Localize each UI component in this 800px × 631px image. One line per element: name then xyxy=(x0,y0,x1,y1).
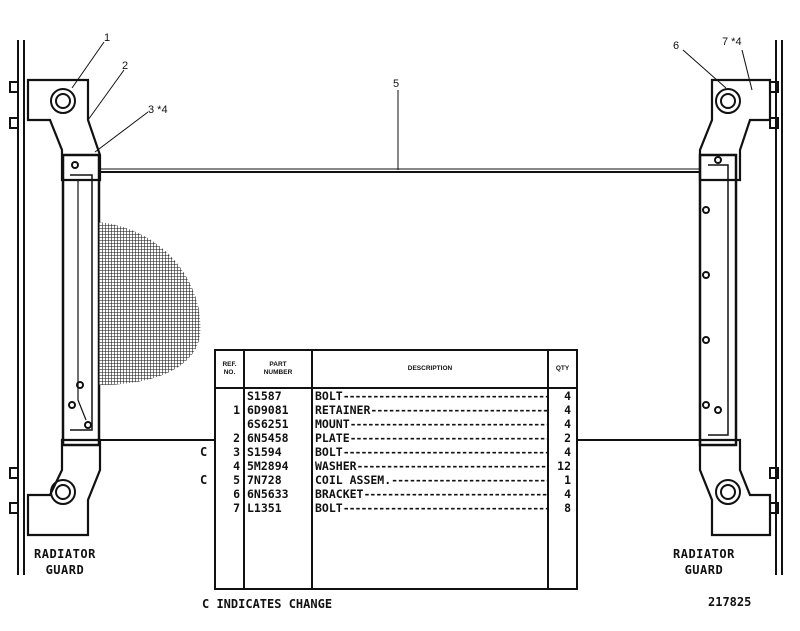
change-indicator: C xyxy=(200,445,208,459)
leader-dots: ---------------------------------------- xyxy=(363,487,548,501)
part-number-cell: 6N5458 xyxy=(244,431,313,445)
qty-cell: 2 xyxy=(564,431,571,445)
ref-cell: 5 xyxy=(216,473,245,487)
leader-dots: ---------------------------------------- xyxy=(356,459,547,473)
description-text: MOUNT xyxy=(315,417,350,431)
right-side-label: RADIATOR GUARD xyxy=(673,546,735,578)
leader-dots: ---------------------------------------- xyxy=(342,445,548,459)
figure-number: 217825 xyxy=(708,595,752,609)
change-note: C INDICATES CHANGE xyxy=(202,597,333,611)
callout-2: 2 xyxy=(122,60,129,72)
description-text: RETAINER xyxy=(315,403,371,417)
description-cell: PLATE-----------------------------------… xyxy=(312,431,549,445)
leader-dots: ---------------------------------------- xyxy=(391,473,546,487)
leader-dots: ---------------------------------------- xyxy=(349,417,546,431)
qty-cell: 4 xyxy=(564,389,571,403)
part-number-cell: L1351 xyxy=(244,501,313,515)
qty-cell: 4 xyxy=(564,417,571,431)
empty-cell xyxy=(244,515,313,588)
description-cell: WASHER----------------------------------… xyxy=(312,459,549,473)
right-side-label-line-1: RADIATOR xyxy=(673,547,735,561)
leader-dots: ---------------------------------------- xyxy=(342,389,548,403)
callout-7: 7 *4 xyxy=(722,36,742,48)
description-text: BOLT xyxy=(315,389,343,403)
callout-1: 1 xyxy=(104,32,111,44)
right-side-label-line-2: GUARD xyxy=(684,563,724,577)
description-text: BOLT xyxy=(315,445,343,459)
description-cell: RETAINER--------------------------------… xyxy=(312,403,549,417)
part-number-cell: S1587 xyxy=(244,388,313,403)
part-number-cell: 6N5633 xyxy=(244,487,313,501)
description-header: DESCRIPTION xyxy=(312,351,549,389)
left-side-label-line-1: RADIATOR xyxy=(34,547,96,561)
empty-cell xyxy=(548,515,576,588)
callout-6: 6 xyxy=(673,40,680,52)
ref-cell xyxy=(216,417,245,431)
ref-cell: 3 xyxy=(216,445,245,459)
change-indicator: C xyxy=(200,473,208,487)
qty-cell: 4 xyxy=(564,445,571,459)
part-number-cell: 7N728 xyxy=(244,473,313,487)
ref-cell: 7 xyxy=(216,501,245,515)
description-text: BOLT xyxy=(315,501,343,515)
description-cell: BOLT------------------------------------… xyxy=(312,445,549,459)
qty-cell: 1 xyxy=(564,473,571,487)
ref-cell: 4 xyxy=(216,459,245,473)
part-number-cell: S1594 xyxy=(244,445,313,459)
qty-cell: 12 xyxy=(557,459,571,473)
ref-cell: 6 xyxy=(216,487,245,501)
leader-dots: ---------------------------------------- xyxy=(342,501,548,515)
ref-cell xyxy=(216,388,245,403)
ref-cell: 1 xyxy=(216,403,245,417)
qty-cell: 4 xyxy=(564,403,571,417)
leader-dots: ---------------------------------------- xyxy=(370,403,548,417)
part-number-cell: 6S6251 xyxy=(244,417,313,431)
ref-cell: 2 xyxy=(216,431,245,445)
part-number-header: PART NUMBER xyxy=(244,351,313,389)
left-side-label-line-2: GUARD xyxy=(45,563,85,577)
empty-cell xyxy=(216,515,245,588)
empty-cell xyxy=(312,515,549,588)
description-text: PLATE xyxy=(315,431,350,445)
ref-no-header: REF. NO. xyxy=(216,351,245,389)
qty-cell: 8 xyxy=(564,501,571,515)
leader-dots: ---------------------------------------- xyxy=(349,431,546,445)
qty-header: QTY xyxy=(548,351,576,389)
left-side-label: RADIATOR GUARD xyxy=(34,546,96,578)
description-cell: COIL ASSEM.-----------------------------… xyxy=(312,473,549,487)
part-number-cell: 5M2894 xyxy=(244,459,313,473)
description-cell: BOLT------------------------------------… xyxy=(312,501,549,515)
description-text: WASHER xyxy=(315,459,357,473)
description-cell: BOLT------------------------------------… xyxy=(312,388,549,403)
description-text: BRACKET xyxy=(315,487,364,501)
callout-5: 5 xyxy=(393,78,400,90)
callout-3: 3 *4 xyxy=(148,104,168,116)
qty-cell: 4 xyxy=(564,487,571,501)
description-cell: BRACKET---------------------------------… xyxy=(312,487,549,501)
part-number-cell: 6D9081 xyxy=(244,403,313,417)
parts-table: REF. NO. PART NUMBER DESCRIPTION QTY S15… xyxy=(214,349,578,590)
description-cell: MOUNT-----------------------------------… xyxy=(312,417,549,431)
description-text: COIL ASSEM. xyxy=(315,473,392,487)
table-filler-row xyxy=(216,515,576,588)
